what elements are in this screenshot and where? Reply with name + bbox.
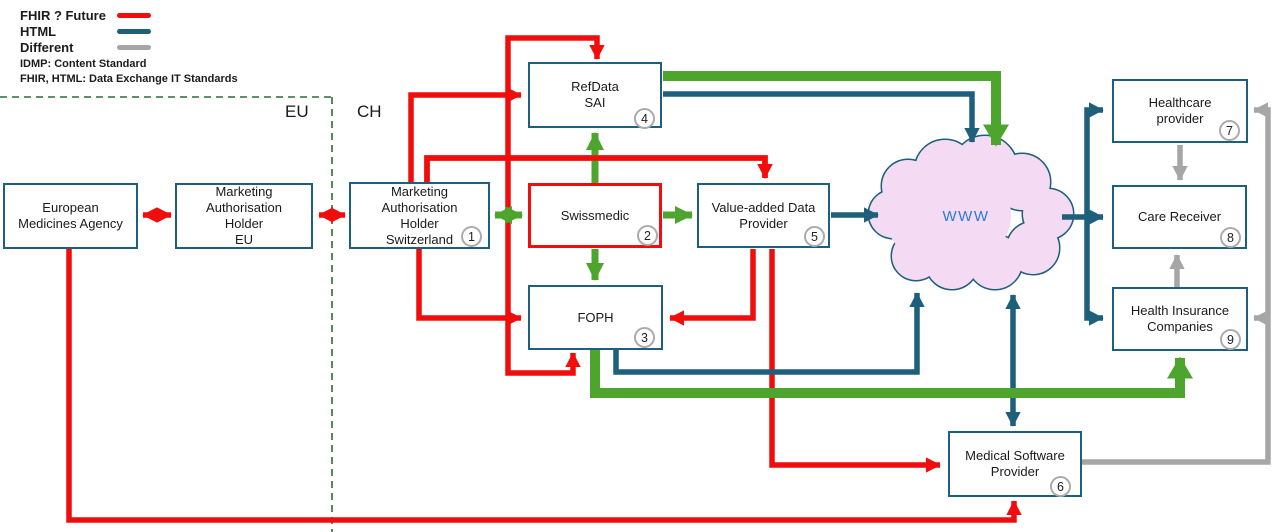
number-badge-4: 4: [634, 108, 655, 129]
arrow-cloud-healthcare: [1084, 102, 1104, 217]
arrow-msp-healthcare: [1082, 102, 1271, 465]
legend-note-fhir-html: FHIR, HTML: Data Exchange IT Standards: [20, 73, 238, 85]
node-marketing-authorisation-holder-eu: Marketing Authorisation Holder EU: [175, 183, 313, 249]
node-label-swissmedic: Swissmedic: [560, 207, 630, 223]
number-badge-6: 6: [1050, 476, 1071, 497]
arrow-foph-insurance: [590, 350, 1194, 398]
arrow-vadp-msp: [769, 249, 941, 473]
legend-label-different: Different: [20, 39, 74, 55]
number-badge-3: 3: [634, 327, 655, 348]
legend-swatch-gray: [117, 44, 151, 50]
legend-label-html: HTML: [20, 23, 57, 39]
red-fhir-arrows: [66, 35, 1022, 523]
legend-swatch-teal: [117, 28, 151, 34]
node-label-mah-ch: Marketing Authorisation Holder Switzerla…: [381, 183, 458, 247]
node-label-refdata: RefData SAI: [571, 79, 619, 110]
eu-ch-dashed-boundary: [0, 96, 333, 532]
arrow-ema-msp-bottom: [66, 249, 1022, 523]
legend-swatch-red: [117, 12, 151, 18]
number-badge-7: 7: [1219, 120, 1240, 141]
number-badge-1: 1: [461, 226, 482, 247]
number-badge-9: 9: [1220, 329, 1241, 350]
www-cloud: [867, 134, 1075, 291]
number-badge-2: 2: [637, 225, 658, 246]
node-label-vadp: Value-added Data Provider: [711, 199, 816, 231]
node-label-ema: European Medicines Agency: [18, 200, 123, 231]
region-label-ch: CH: [357, 102, 382, 121]
www-cloud-label: WWW: [942, 208, 990, 225]
arrow-vadp-foph: [669, 249, 756, 326]
arrow-refdata-foph-vertical: [505, 35, 605, 376]
legend-note-idmp: IDMP: Content Standard: [20, 58, 147, 70]
arrow-refdata-cloud-green: [663, 71, 1009, 147]
node-label-msp: Medical Software Provider: [965, 448, 1065, 479]
region-label-eu: EU: [285, 102, 309, 121]
number-badge-5: 5: [804, 226, 825, 247]
arrow-mahch-refdata-left: [408, 87, 522, 183]
node-label-insurance: Health Insurance Companies: [1130, 303, 1230, 334]
number-badge-8: 8: [1220, 227, 1241, 248]
legend-label-fhir: FHIR ? Future: [20, 7, 106, 23]
node-label-foph: FOPH: [577, 309, 614, 325]
legend-row-fhir: FHIR ? Future: [20, 7, 238, 23]
green-arrows: [493, 71, 1194, 398]
arrow-cloud-insurance: [1084, 217, 1104, 326]
legend-row-html: HTML: [20, 23, 238, 39]
gray-different-arrows: [1082, 102, 1271, 465]
arrow-mahch-vadp-overlay: [424, 155, 773, 183]
arrow-mahch-foph: [416, 249, 522, 326]
node-label-healthcare: Healthcare provider: [1148, 95, 1212, 126]
node-label-mah-eu: Marketing Authorisation Holder EU: [206, 184, 282, 247]
node-label-care-receiver: Care Receiver: [1137, 209, 1222, 224]
node-european-medicines-agency: European Medicines Agency: [3, 183, 138, 249]
arrow-refdata-cloud-teal: [663, 91, 980, 143]
arrow-foph-cloud: [613, 292, 925, 375]
legend: FHIR ? Future HTML Different IDMP: Conte…: [20, 7, 238, 86]
node-care-receiver: Care Receiver: [1112, 185, 1247, 249]
legend-row-different: Different: [20, 39, 238, 55]
teal-html-arrows: [613, 91, 1104, 427]
